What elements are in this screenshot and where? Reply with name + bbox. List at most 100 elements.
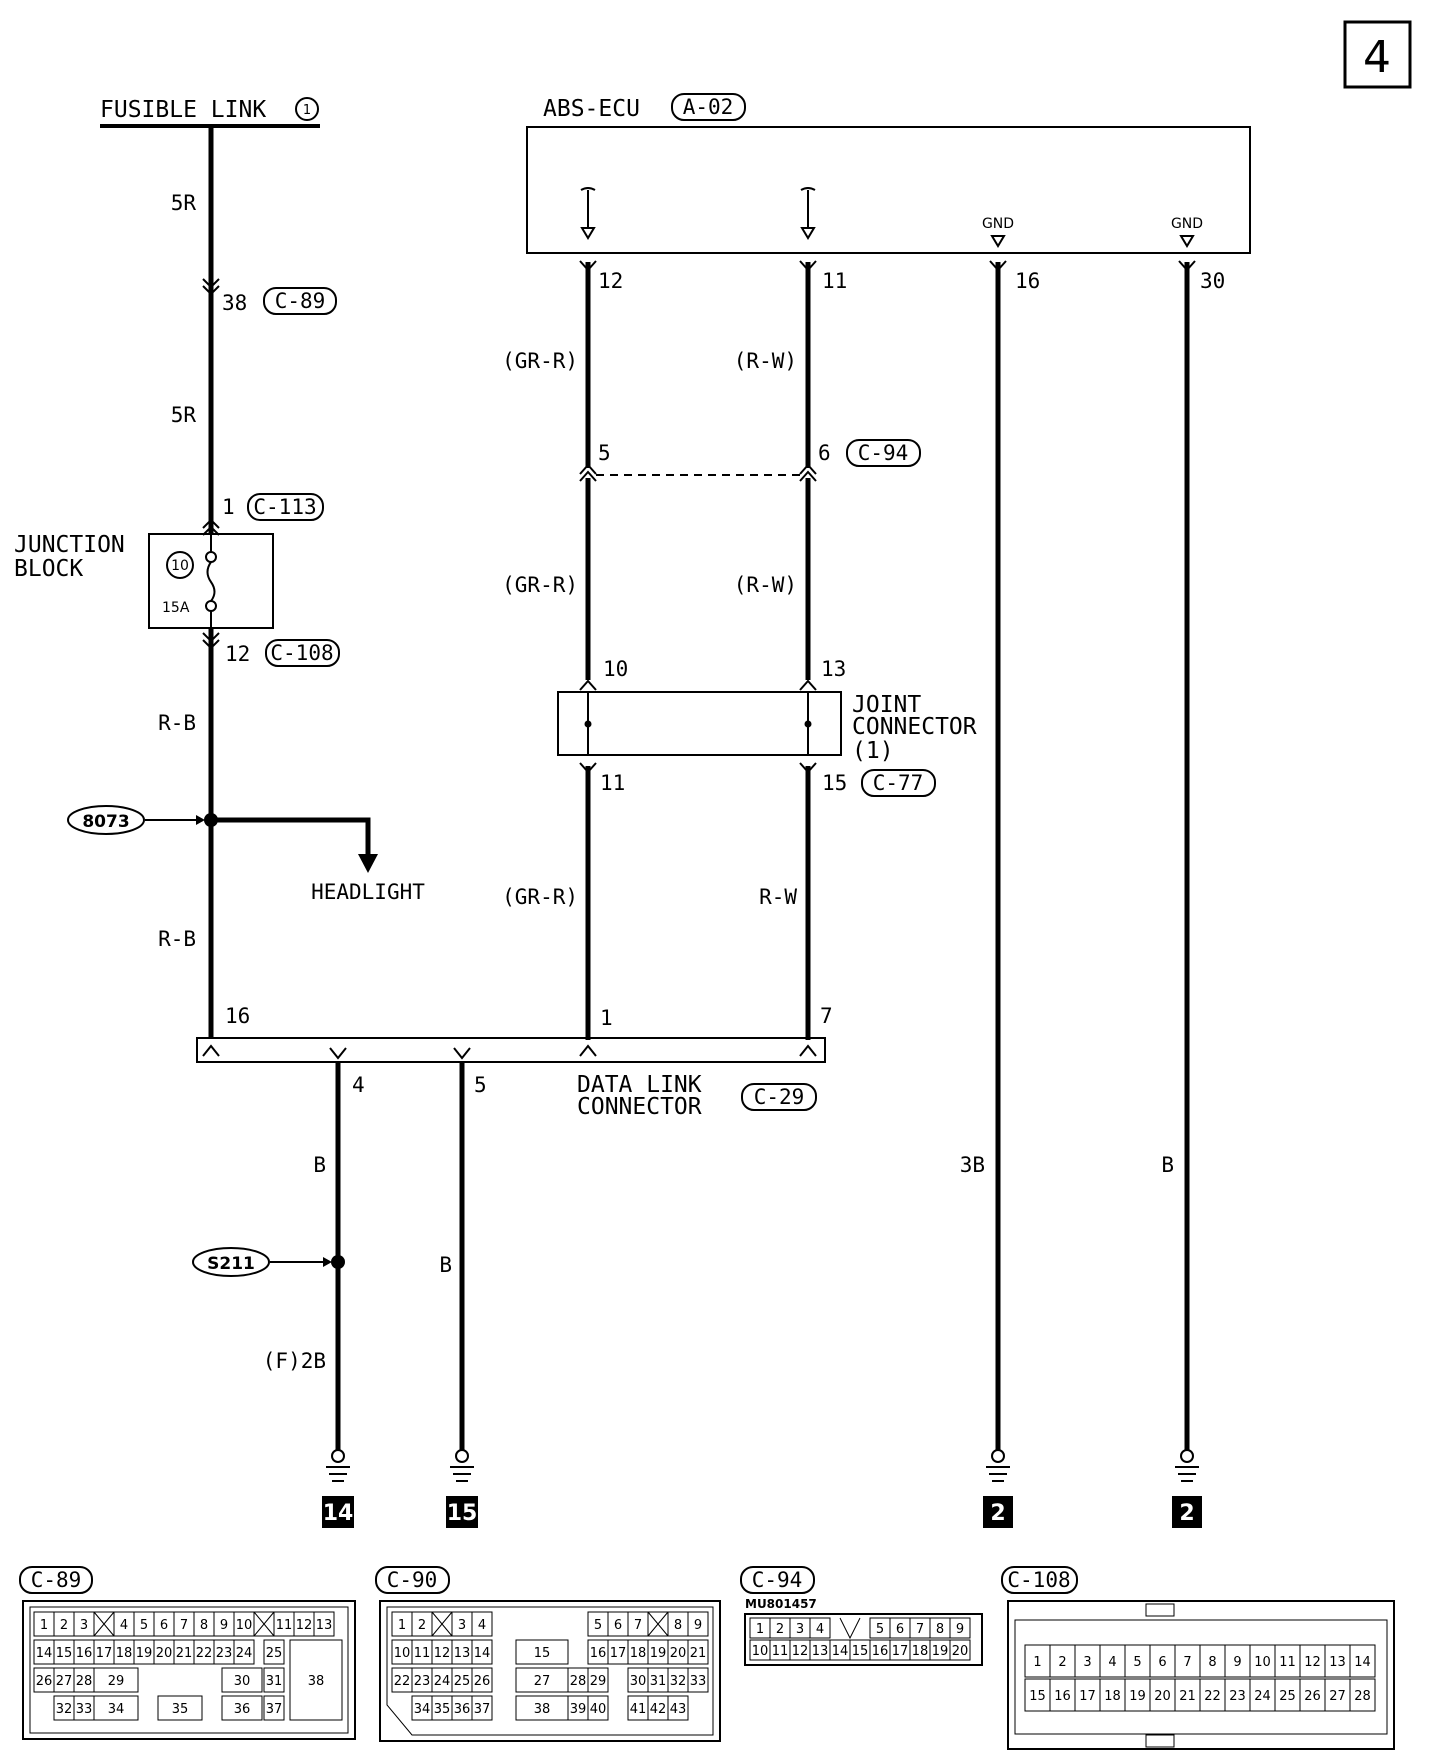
c94-pin-label: 14 — [832, 1644, 849, 1659]
ground-2-a: 2 — [983, 1449, 1013, 1528]
wire-color-rb-top: R-B — [158, 711, 196, 735]
c89-pin-label: 27 — [56, 1674, 73, 1689]
joint-connector-line2: CONNECTOR — [852, 714, 977, 740]
ecu-gnd2-label: GND — [1171, 216, 1203, 232]
junction-block-line1: JUNCTION — [14, 532, 125, 558]
dlc-pin16: 16 — [225, 1004, 250, 1028]
jc-pin10: 10 — [603, 657, 628, 681]
ecu-gnd1-label: GND — [982, 216, 1014, 232]
c108-pin-label: 24 — [1254, 1689, 1271, 1704]
c108-pin-label: 20 — [1154, 1689, 1171, 1704]
splice-8073-arrowhead — [196, 815, 205, 825]
ground-2b-badge — [1172, 1496, 1202, 1528]
c90-pin-blank-mark — [647, 1611, 669, 1637]
c90-pin-label: 14 — [474, 1646, 491, 1661]
ground-14-badge — [322, 1496, 354, 1528]
c89-pin-cell — [93, 1667, 139, 1693]
ecu-pin12: 12 — [598, 269, 623, 293]
c108-pin-label: 7 — [1183, 1655, 1191, 1670]
c90-pin-label: 6 — [614, 1618, 622, 1633]
c89-pin-label: 31 — [266, 1674, 283, 1689]
c108-pin-cell — [1349, 1678, 1376, 1712]
abs-ecu-label: ABS-ECU — [543, 96, 640, 122]
c89-pin-label: 16 — [76, 1646, 93, 1661]
wire-color-f2b: (F)2B — [263, 1349, 326, 1373]
c89-pin-label: 10 — [236, 1618, 253, 1633]
c90-pin-cell — [471, 1667, 493, 1693]
c90-pin-label: 18 — [630, 1646, 647, 1661]
wire-color-b-30: B — [1161, 1153, 1174, 1177]
c94-pin-label: 2 — [776, 1622, 784, 1637]
c89-pin-cell — [233, 1639, 255, 1665]
c89-pin-label: 8 — [200, 1618, 208, 1633]
ground-2a-badge — [983, 1496, 1013, 1528]
wire-color-grr-3: (GR-R) — [502, 885, 578, 909]
c90-pin-cell — [687, 1667, 709, 1693]
c90-pin-label: 30 — [630, 1674, 647, 1689]
wire-color-5r-top: 5R — [171, 191, 197, 215]
fusible-link-num-circle — [295, 97, 319, 121]
c90-pin-label: 11 — [414, 1646, 431, 1661]
jc-pin11: 11 — [600, 771, 625, 795]
c108-pin-label: 17 — [1079, 1689, 1096, 1704]
c94-key-mark — [839, 1617, 861, 1640]
c108-pin-label: 6 — [1158, 1655, 1166, 1670]
c90-pin-label: 2 — [418, 1618, 426, 1633]
c90-view-title: C-90 — [387, 1568, 438, 1592]
dlc-pin5: 5 — [474, 1073, 487, 1097]
c108-pin-cell — [1274, 1644, 1301, 1678]
c108-pin-cell — [1249, 1644, 1276, 1678]
c90-pin-label: 15 — [534, 1646, 551, 1661]
c90-pin-label: 42 — [650, 1702, 667, 1717]
c89-pin-label: 33 — [76, 1702, 93, 1717]
c89-pin-label: 5 — [140, 1618, 148, 1633]
c90-pin-label: 29 — [590, 1674, 607, 1689]
fuse-num-circle — [166, 551, 194, 579]
c90-pin-label: 16 — [590, 1646, 607, 1661]
c90-pin-cell — [667, 1695, 689, 1721]
ground-2b-label: 2 — [1179, 1501, 1194, 1526]
c90-pin-label: 24 — [434, 1674, 451, 1689]
c89-pin-label: 26 — [36, 1674, 53, 1689]
c108-pin-cell — [1024, 1678, 1051, 1712]
c90-pin-label: 37 — [474, 1702, 491, 1717]
ecu-signal-symbol-11 — [800, 187, 816, 240]
c90-pin-cell — [471, 1611, 493, 1637]
c89-pin-label: 37 — [266, 1702, 283, 1717]
wire-color-3b: 3B — [960, 1153, 985, 1177]
c89-pin-label: 36 — [234, 1702, 251, 1717]
c89-connector-mark — [202, 278, 220, 296]
ecu-gnd2-symbol — [1179, 235, 1195, 248]
c94-pin-label: 18 — [912, 1644, 929, 1659]
wire-color-rw-3: R-W — [759, 885, 797, 909]
c89-big-cell — [289, 1639, 343, 1721]
c94-pin-label: 13 — [812, 1644, 829, 1659]
c90-pin-label: 4 — [478, 1618, 486, 1633]
c108-pin-label: 12 — [1304, 1655, 1321, 1670]
c77-tag-box — [861, 769, 936, 797]
c108-view-inner — [1014, 1619, 1388, 1735]
dlc-pin7-mark — [799, 1044, 817, 1057]
c94-pin-label: 11 — [772, 1644, 789, 1659]
c90-pin-label: 40 — [590, 1702, 607, 1717]
wire-color-rw-1: (R-W) — [734, 349, 797, 373]
c89-tag: C-89 — [275, 289, 326, 313]
splice-s211-arrowhead — [323, 1257, 332, 1267]
c94-pin-label: 20 — [952, 1644, 969, 1659]
wire-color-rw-2: (R-W) — [734, 573, 797, 597]
c108-tag-box — [265, 639, 340, 667]
ecu-pin11: 11 — [822, 269, 847, 293]
c108-pin-label: 19 — [1129, 1689, 1146, 1704]
abs-ecu-box — [526, 126, 1251, 254]
c89-pin-label: 12 — [296, 1618, 313, 1633]
c94-pin-label: 17 — [892, 1644, 909, 1659]
c94-pin5: 5 — [598, 441, 611, 465]
c89-pin-label: 19 — [136, 1646, 153, 1661]
c89-pin-cell — [221, 1695, 263, 1721]
headlight-label: HEADLIGHT — [311, 880, 425, 904]
dlc-pin5-mark — [453, 1047, 471, 1060]
c108-pin-cell — [1074, 1644, 1101, 1678]
